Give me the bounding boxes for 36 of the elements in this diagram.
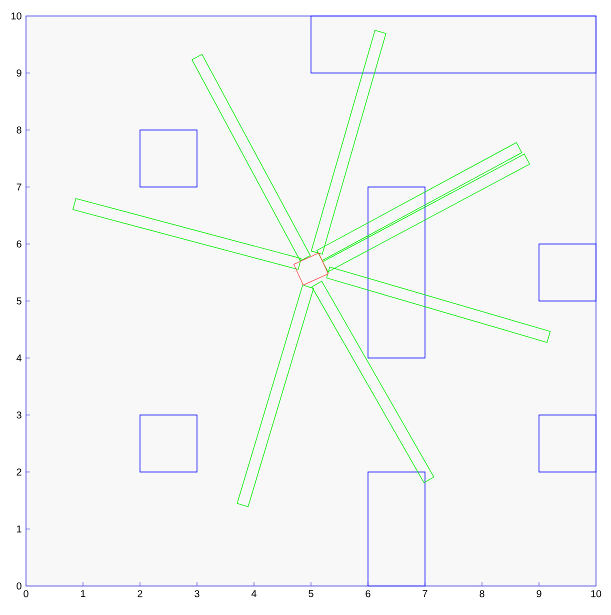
tick-label: 1 bbox=[17, 526, 22, 532]
tick-label: 6 bbox=[366, 590, 370, 598]
tick-label: 2 bbox=[16, 468, 22, 476]
tick-label: 3 bbox=[16, 411, 22, 419]
tick-label: 8 bbox=[480, 590, 484, 598]
tick-label: 4 bbox=[251, 590, 256, 598]
tick-label: 9 bbox=[536, 590, 542, 598]
tick-label: 2 bbox=[138, 590, 142, 598]
beam-bar bbox=[326, 266, 551, 343]
tick-label: 7 bbox=[16, 184, 22, 190]
tick-label: 10 bbox=[12, 12, 22, 20]
tick-label: 1 bbox=[81, 590, 86, 598]
robot-shape bbox=[293, 252, 329, 286]
tick-label: 4 bbox=[16, 354, 22, 362]
tick-label: 0 bbox=[16, 582, 22, 590]
beam-bar bbox=[72, 198, 302, 270]
obstacle-box bbox=[140, 414, 198, 472]
tick-label: 9 bbox=[16, 69, 22, 77]
obstacle-box bbox=[538, 244, 596, 302]
tick-label: 5 bbox=[16, 298, 22, 304]
obstacle-box bbox=[368, 186, 426, 358]
beam-bar bbox=[311, 280, 434, 484]
tick-label: 5 bbox=[308, 590, 314, 598]
tick-label: 6 bbox=[16, 240, 22, 248]
tick-label: 7 bbox=[422, 590, 428, 598]
tick-label: 0 bbox=[24, 590, 28, 598]
tick-label: 8 bbox=[16, 126, 22, 134]
obstacle-box bbox=[368, 472, 426, 586]
beam-bar bbox=[310, 30, 386, 255]
beam-bar bbox=[316, 142, 522, 261]
obstacle-box bbox=[140, 130, 198, 188]
beam-bar bbox=[236, 284, 314, 508]
obstacle-box bbox=[538, 414, 596, 472]
tick-label: 3 bbox=[194, 590, 200, 598]
obstacle-box bbox=[310, 16, 596, 74]
tick-label: 10 bbox=[591, 590, 602, 598]
